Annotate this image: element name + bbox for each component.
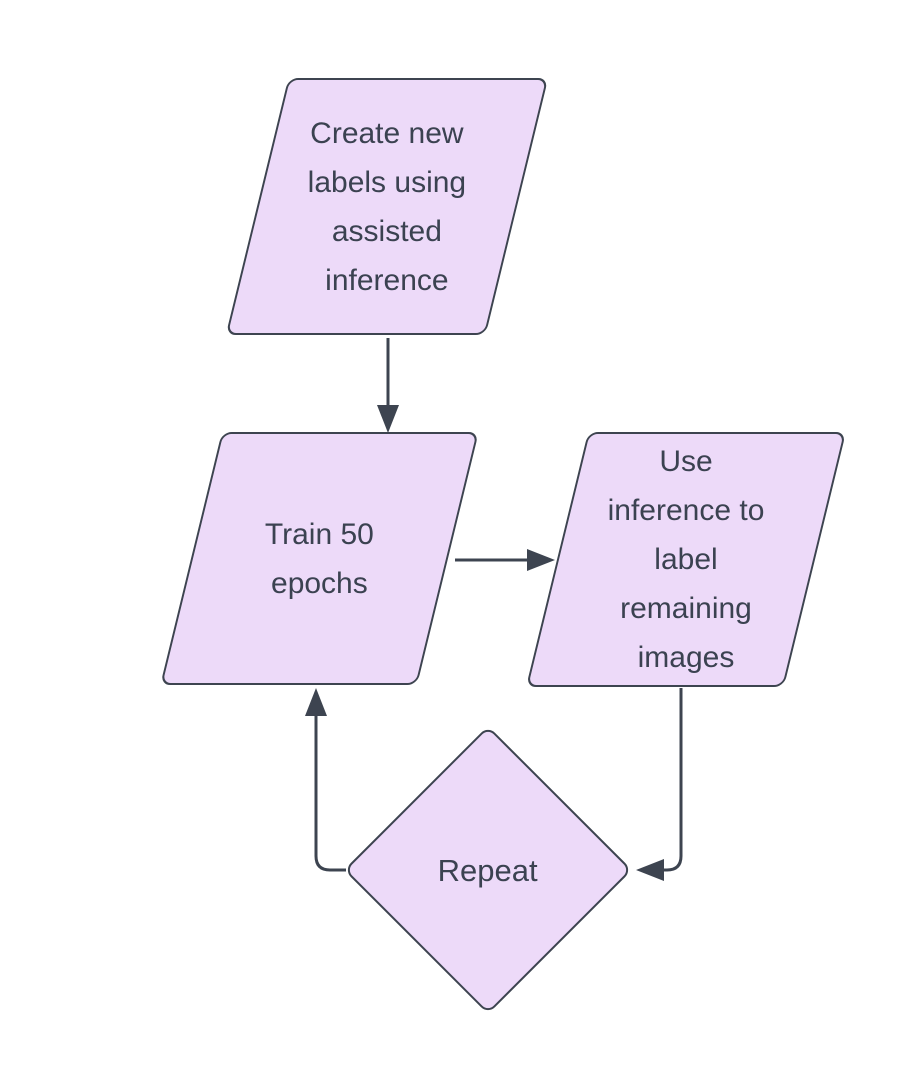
node-create-labels: Create new labels using assisted inferen… (225, 78, 549, 335)
node-use-inference-line3: label (654, 543, 718, 576)
node-create-labels-line3: assisted (331, 214, 443, 248)
node-train-epochs-text: Train 50 epochs (193, 510, 446, 608)
node-use-inference: Use inference to label remaining images (525, 432, 847, 687)
edge-use-inference-to-repeat (663, 688, 683, 872)
node-create-labels-line4: inference (325, 263, 449, 297)
arrowhead-left-icon (636, 859, 664, 881)
node-repeat-decision: Repeat (343, 725, 633, 1015)
node-train-epochs-line1: Train 50 (265, 517, 374, 551)
arrowhead-up-icon (305, 688, 327, 716)
arrowhead-down-icon (377, 405, 399, 433)
node-create-labels-text: Create new labels using assisted inferen… (259, 109, 515, 305)
node-use-inference-line4: remaining (620, 592, 752, 625)
edge-repeat-to-train (314, 716, 346, 872)
node-create-labels-line1: Create new (310, 116, 464, 150)
node-train-epochs-line2: epochs (271, 566, 368, 600)
node-use-inference-text: Use inference to label remaining images (559, 437, 813, 682)
node-use-inference-line2: inference to (607, 494, 765, 527)
node-use-inference-line5: images (637, 641, 735, 674)
arrowhead-right-icon (527, 549, 555, 571)
node-train-epochs: Train 50 epochs (160, 432, 479, 685)
node-use-inference-line1: Use (659, 445, 713, 478)
node-create-labels-line2: labels using (307, 165, 467, 199)
node-repeat-decision-text: Repeat (438, 852, 538, 888)
